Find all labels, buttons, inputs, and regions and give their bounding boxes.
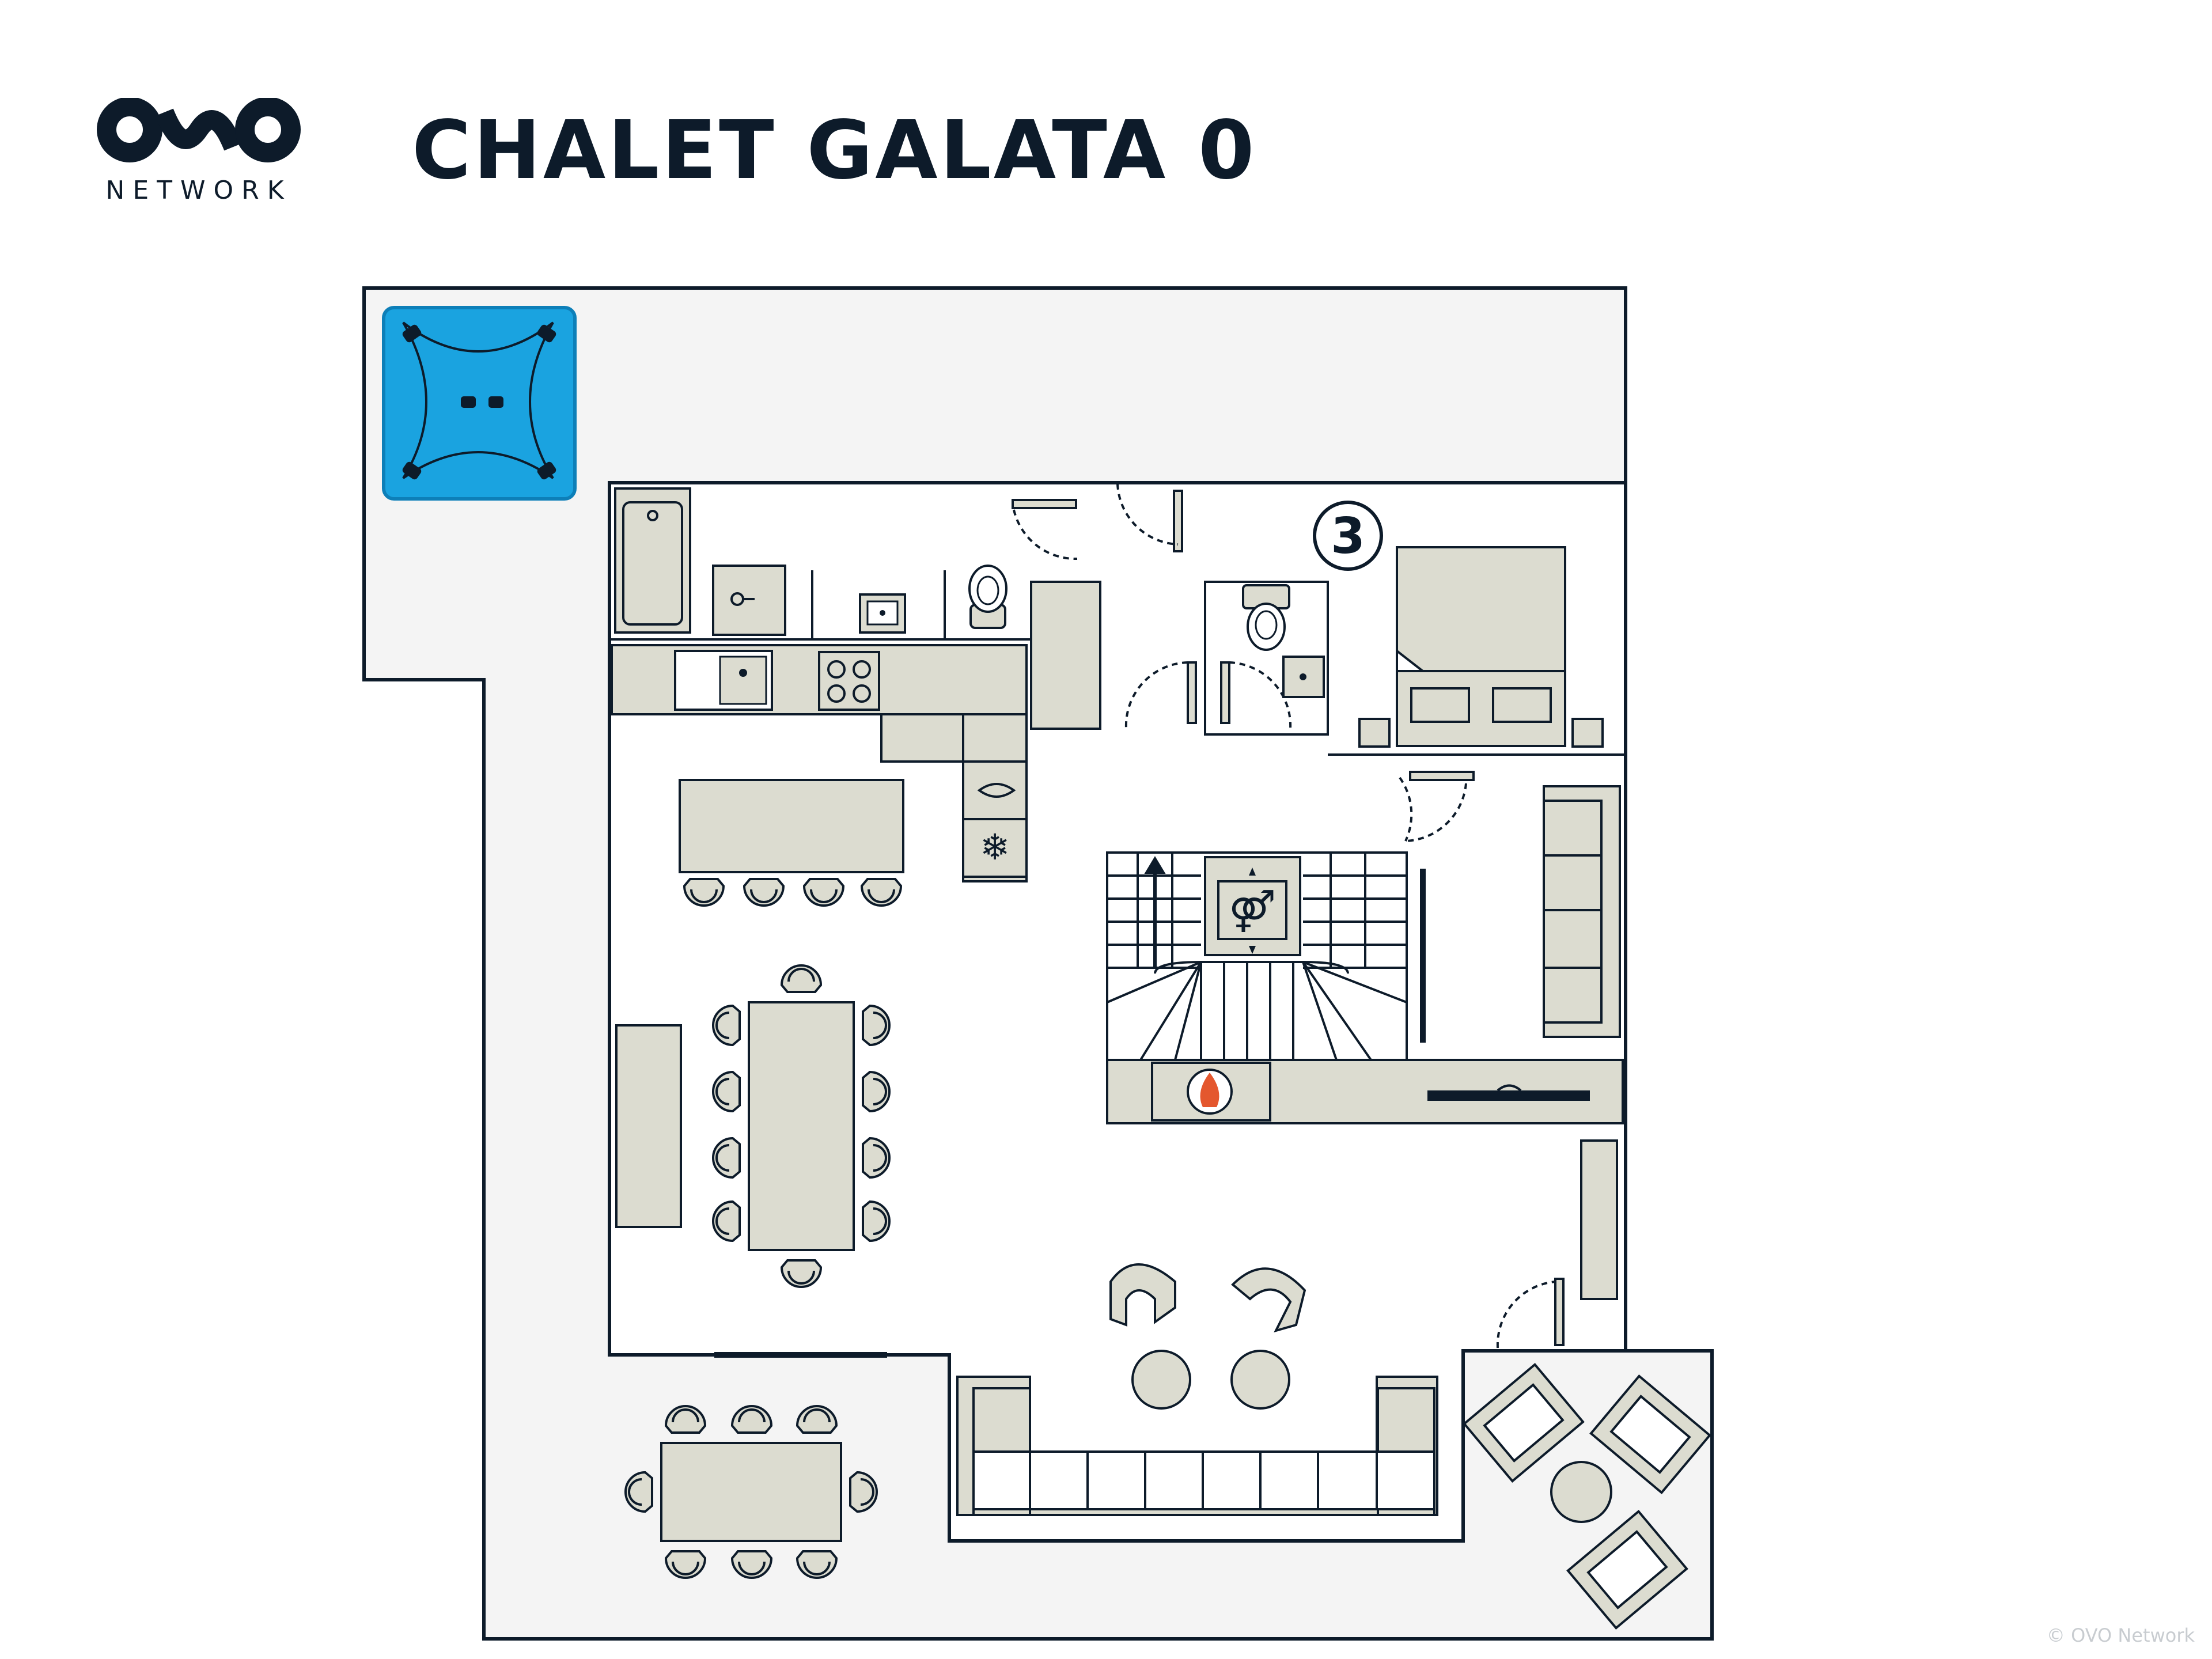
wc-room [1204,581,1329,736]
patio-door[interactable] [1496,1278,1565,1349]
ovo-logo-icon [97,98,301,162]
dishwasher-icon [962,760,1028,820]
sideboard [615,1024,682,1228]
page-title: CHALET GALATA 0 [412,104,1257,198]
kitchen-island [679,779,904,873]
low-cabinet [1580,1139,1618,1300]
fridge-icon: ❄ [962,818,1028,878]
ovo-network-logo: NETWORK [95,98,302,225]
fireplace-icon [1151,1062,1271,1122]
room-number-badge: 3 [1313,501,1383,571]
entrance-door[interactable] [1012,483,1183,560]
side-table [1131,1350,1191,1410]
bathtub-icon [614,487,691,634]
dining-table-icon [712,964,891,1288]
shower-sink-icon [712,565,786,636]
room-number: 3 [1331,507,1365,565]
svg-text:⚤: ⚤ [1229,887,1276,934]
elevator-icon: ⚤ [1204,856,1301,956]
sink-icon [859,593,906,634]
logo-network-text: NETWORK [105,176,292,205]
svg-text:❄: ❄ [980,826,1010,868]
kitchen-sink-icon [674,650,773,711]
sofa-icon [1543,785,1621,1038]
tv-icon [1427,1084,1590,1101]
stove-icon [818,651,880,711]
side-table [1230,1350,1290,1410]
bedroom-door[interactable] [1399,771,1475,842]
bed-icon [1358,546,1604,748]
corner-sofa [956,1376,1438,1516]
wc-doors[interactable] [1124,661,1292,729]
jacuzzi-icon [382,306,577,501]
outdoor-dining-table [624,1405,878,1579]
copyright-text: © OVO Network [2046,1624,2195,1646]
wardrobe-closet [1030,581,1101,730]
armchair-icon [1109,1263,1306,1333]
toilet-icon [968,565,1007,629]
outdoor-lounge [1463,1362,1711,1630]
